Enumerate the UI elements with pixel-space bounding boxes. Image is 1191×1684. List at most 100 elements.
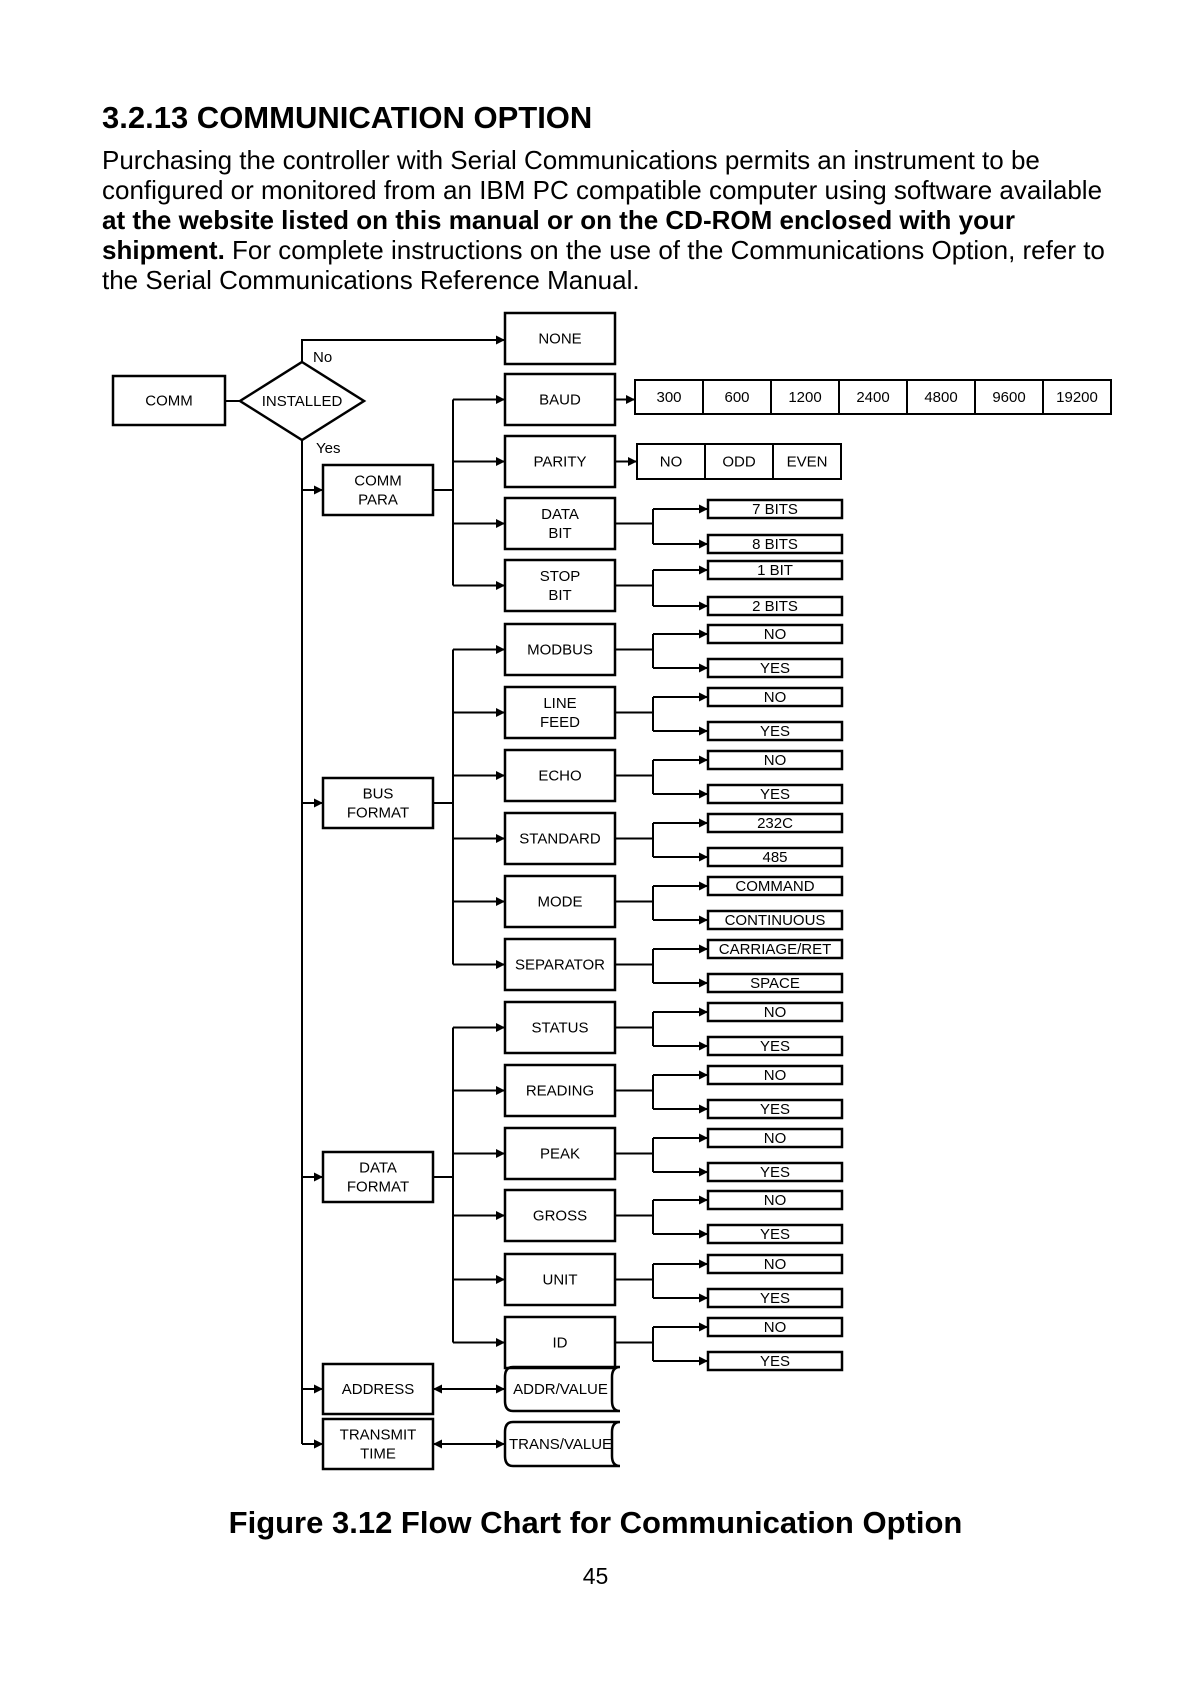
reading-option-1-label: YES [760,1101,790,1118]
peak-option-0-label: NO [764,1130,787,1147]
data-bit-option-0: 7 BITS [706,498,844,520]
gross-option-1-label: YES [760,1226,790,1243]
standard-option-0: 232C [706,812,844,834]
data-format-box-label: FORMAT [347,1179,409,1196]
modbus-option-1: YES [706,657,844,679]
mode-box: MODE [503,874,617,929]
parity-box-frame [503,434,617,489]
page-number: 45 [582,1563,609,1589]
peak-option-0: NO [706,1127,844,1149]
data-bit-box-label: BIT [548,525,571,542]
separator-box-label: SEPARATOR [515,957,605,974]
parity-option-odd-label: ODD [722,454,756,471]
stop-bit-box-frame [503,558,617,613]
data-format-box-label: DATA [359,1160,397,1177]
baud-option-600: 600 [702,379,772,415]
mode-option-1: CONTINUOUS [706,909,844,931]
gross-box-label: GROSS [533,1208,587,1225]
address-box: ADDRESS [321,1362,435,1416]
addr-value-box-frame [503,1365,621,1413]
standard-box: STANDARD [503,811,617,866]
address-box-label: ADDRESS [342,1381,415,1398]
data-bit-box-label: DATA [541,506,579,523]
stop-bit-box-label: STOP [540,568,581,585]
id-option-0-frame [706,1316,844,1338]
transmit-time-box-label: TIME [360,1446,396,1463]
stop-bit-box-label: BIT [548,587,571,604]
baud-option-600-label: 600 [724,389,749,406]
modbus-option-0: NO [706,623,844,645]
data-bit-option-1: 8 BITS [706,533,844,555]
bus-format-box-label: BUS [363,786,394,803]
baud-option-300-frame [634,379,704,415]
line-feed-box-label: FEED [540,714,580,731]
peak-option-1-label: YES [760,1164,790,1181]
id-box-label: ID [553,1335,568,1352]
echo-box-frame [503,748,617,803]
peak-box-label: PEAK [540,1146,580,1163]
comm-box-frame [111,374,227,427]
reading-option-0-label: NO [764,1067,787,1084]
data-format-box-frame [321,1150,435,1204]
echo-box-label: ECHO [538,768,581,785]
comm-para-box-label: PARA [358,492,398,509]
unit-box: UNIT [503,1252,617,1307]
baud-box-frame [503,372,617,427]
comm-box-label: COMM [145,393,193,410]
data-bit-option-0-frame [706,498,844,520]
baud-option-9600: 9600 [974,379,1044,415]
unit-option-1: YES [706,1287,844,1309]
baud-option-2400: 2400 [838,379,908,415]
mode-option-1-label: CONTINUOUS [725,912,826,929]
baud-box-label: BAUD [539,392,581,409]
peak-option-1: YES [706,1161,844,1183]
stop-bit-option-1: 2 BITS [706,595,844,617]
baud-box: BAUD [503,372,617,427]
baud-option-19200-frame [1042,379,1112,415]
parity-option-even-label: EVEN [787,454,828,471]
unit-option-0-frame [706,1253,844,1275]
intro-text-1: Purchasing the controller with Serial Co… [102,145,1103,205]
id-box-frame [503,1315,617,1370]
echo-option-0: NO [706,749,844,771]
line-feed-option-0-frame [706,686,844,708]
stop-bit-option-1-frame [706,595,844,617]
peak-box: PEAK [503,1126,617,1181]
standard-option-0-frame [706,812,844,834]
gross-option-0-label: NO [764,1192,787,1209]
mode-box-label: MODE [538,894,583,911]
standard-option-1: 485 [706,846,844,868]
baud-option-1200: 1200 [770,379,840,415]
data-bit-option-0-label: 7 BITS [752,501,798,518]
separator-option-0-frame [706,938,844,960]
installed-decision: INSTALLED [237,360,367,442]
reading-option-0: NO [706,1064,844,1086]
baud-option-300-label: 300 [656,389,681,406]
stop-bit-option-1-label: 2 BITS [752,598,798,615]
intro-paragraph: Purchasing the controller with Serial Co… [102,145,1122,295]
separator-option-0: CARRIAGE/RET [706,938,844,960]
parity-option-even-frame [772,443,842,480]
stop-bit-option-0: 1 BIT [706,559,844,581]
reading-box-frame [503,1063,617,1118]
parity-box: PARITY [503,434,617,489]
unit-option-0-label: NO [764,1256,787,1273]
mode-box-frame [503,874,617,929]
separator-option-1-label: SPACE [750,975,800,992]
reading-option-0-frame [706,1064,844,1086]
addr-value-box-label: ADDR/VALUE [513,1381,608,1398]
id-box: ID [503,1315,617,1370]
none-box-frame [503,311,617,366]
status-box-frame [503,1000,617,1055]
gross-option-1-frame [706,1223,844,1245]
data-bit-box: DATA BIT [503,496,617,551]
modbus-option-0-frame [706,623,844,645]
none-box-label: NONE [538,331,581,348]
mode-option-0-frame [706,875,844,897]
unit-option-1-label: YES [760,1290,790,1307]
unit-box-label: UNIT [543,1272,578,1289]
id-option-1: YES [706,1350,844,1372]
